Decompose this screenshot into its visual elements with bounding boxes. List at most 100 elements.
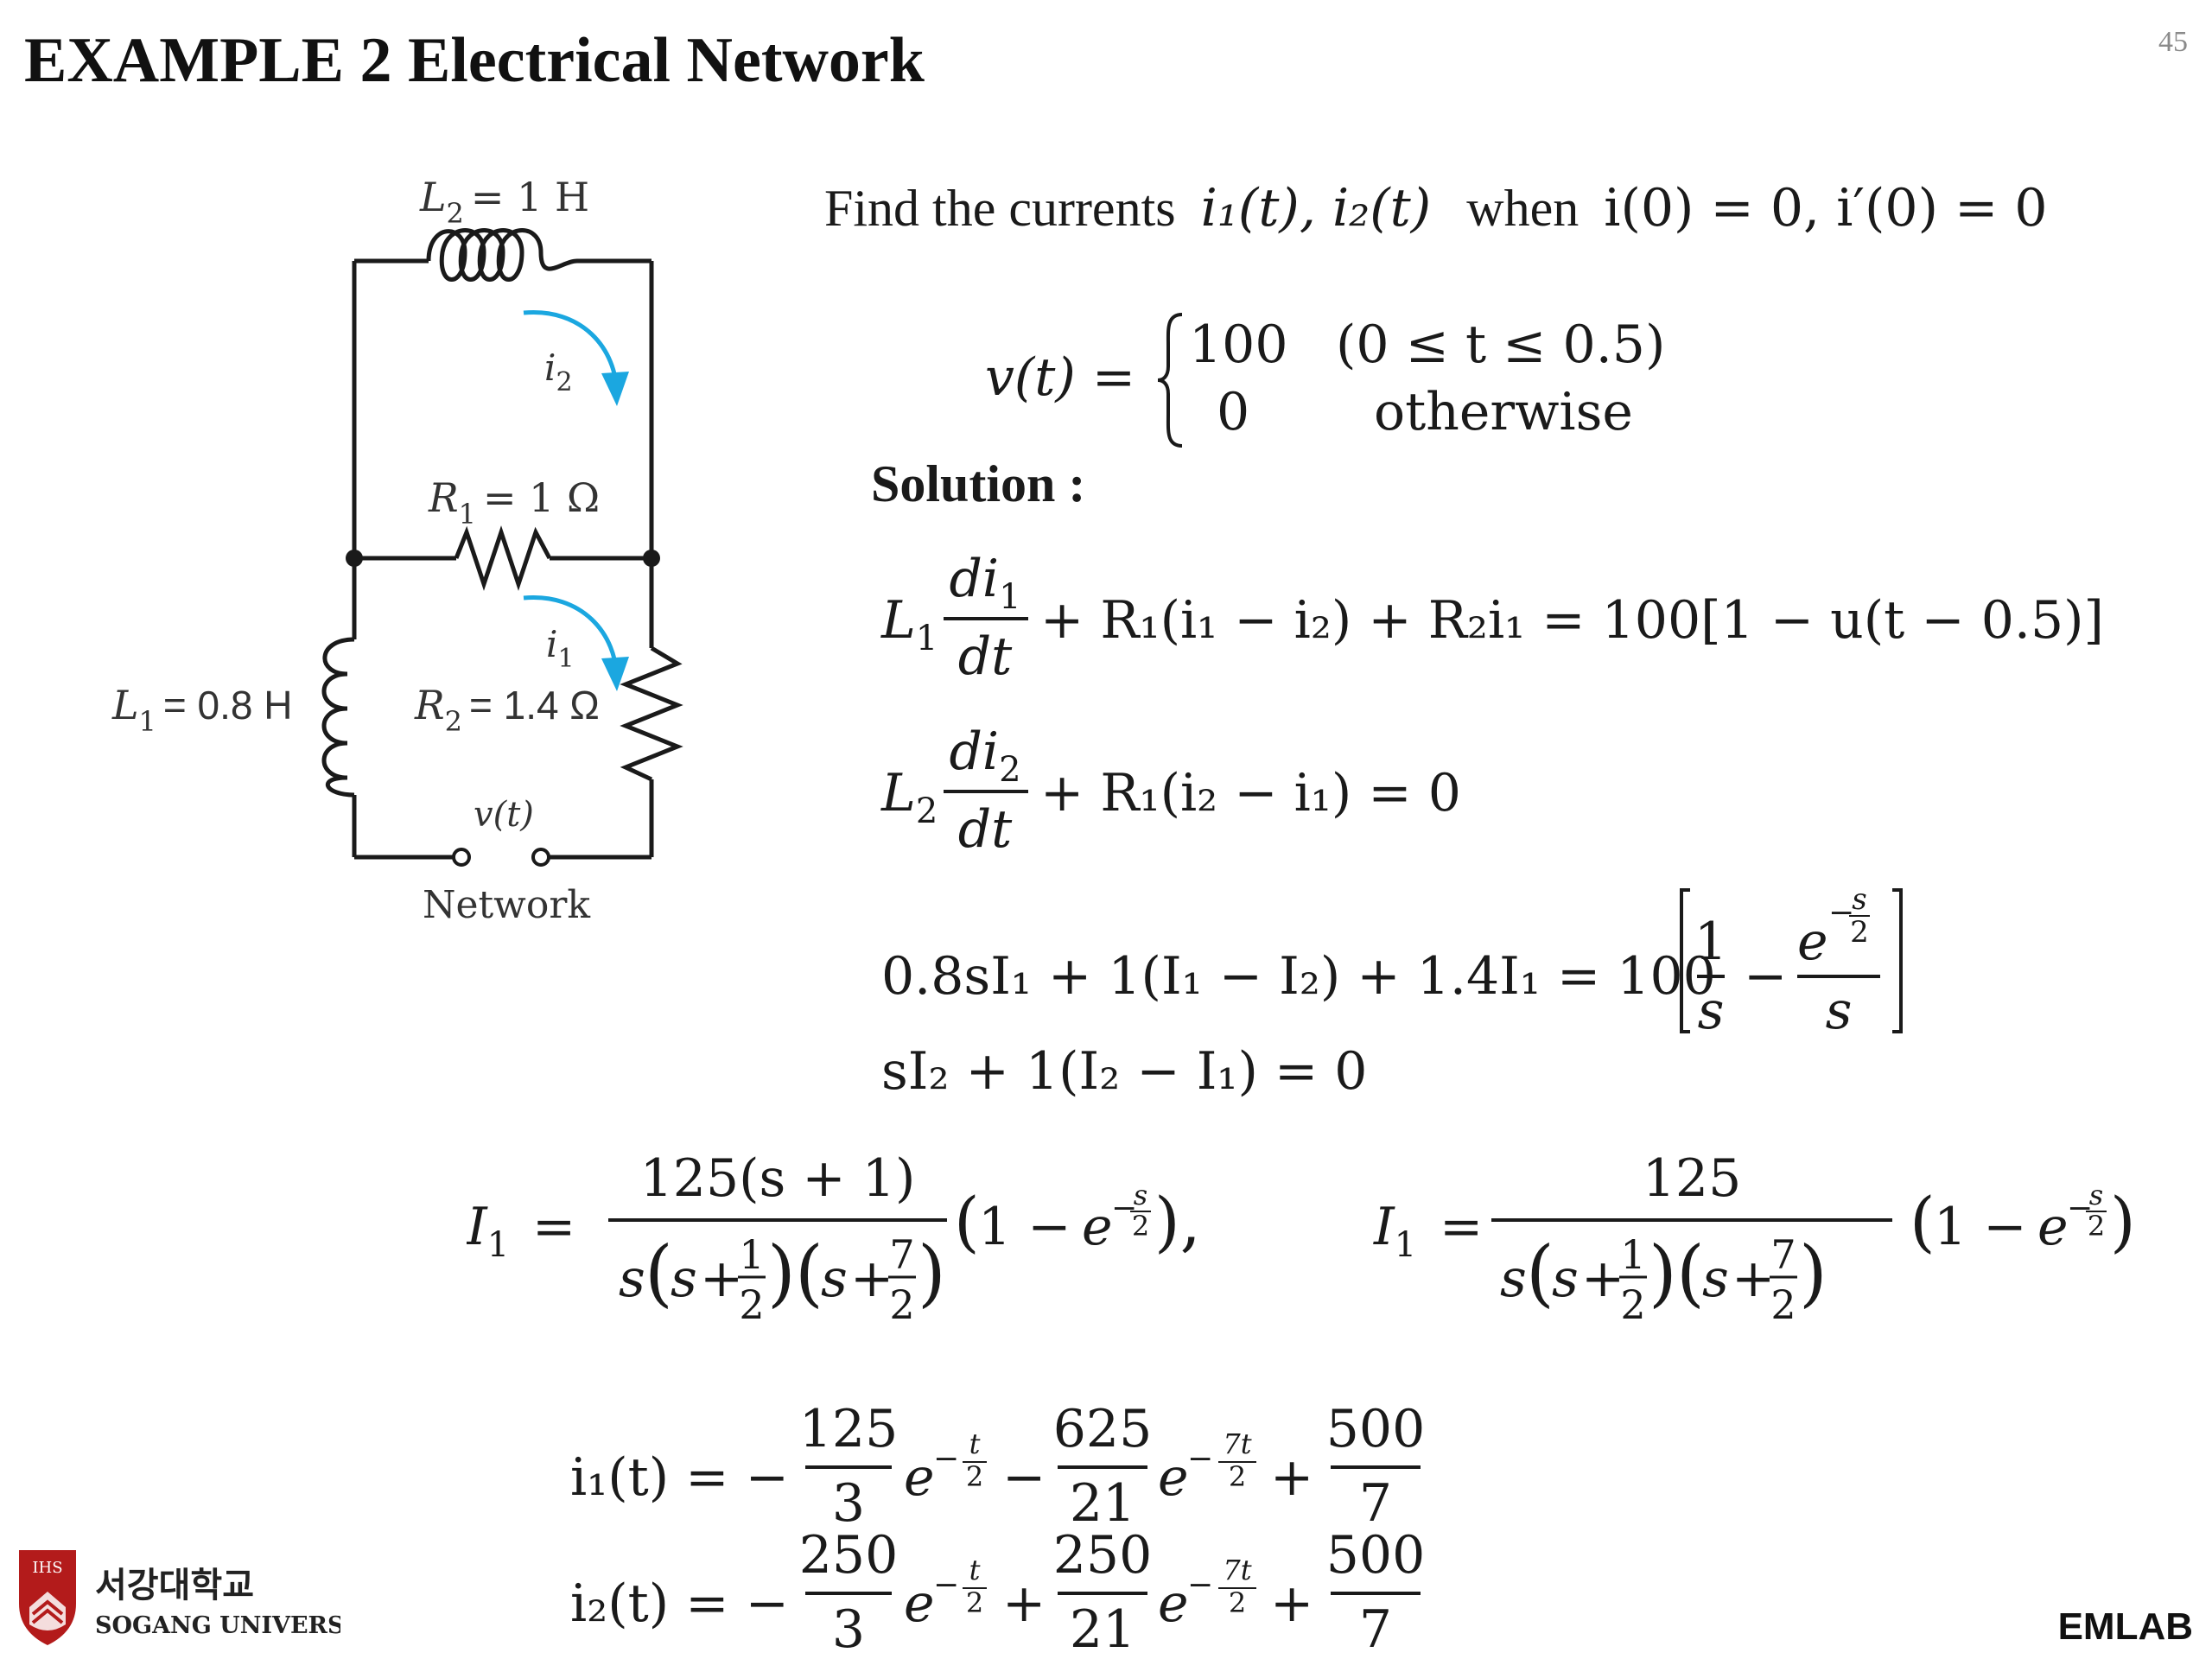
svg-text:−: − [1111, 1191, 1137, 1226]
svg-text:): ) [918, 1230, 946, 1315]
svg-text:e: e [1158, 1573, 1189, 1634]
i1-coef-125: 125 [799, 1399, 899, 1459]
svg-text:−: − [933, 1567, 959, 1603]
svg-text:7t: 7t [1223, 1554, 1251, 1586]
svg-text:): ) [767, 1230, 796, 1315]
svg-text:2: 2 [1132, 1210, 1149, 1243]
crest-icon: IHS [19, 1550, 76, 1645]
i2-coef-250-b: 250 [1053, 1525, 1153, 1586]
L1-label: L1= 0.8 H [111, 682, 293, 738]
svg-text:1 −: 1 − [978, 1197, 1071, 1257]
inductor-L1 [321, 637, 355, 798]
ode-2: L2 di2 dt + R₁(i₂ − i₁) = 0 [880, 721, 1461, 860]
i1-label: i1 [546, 623, 575, 674]
initial-conditions: i(0) = 0, i′(0) = 0 [1604, 178, 2048, 238]
svg-text:): ) [2110, 1183, 2136, 1260]
resistor-R2 [620, 645, 683, 782]
svg-text:2: 2 [1850, 915, 1869, 950]
svg-text:+: + [1002, 1573, 1046, 1634]
svg-text:(: ( [645, 1230, 673, 1315]
ode-2-tail: + R₁(i₂ − i₁) = 0 [1040, 763, 1461, 823]
svg-text:e: e [2037, 1197, 2069, 1257]
university-name-korean: 서강대학교 [95, 1565, 254, 1605]
svg-text:): ) [1799, 1230, 1827, 1315]
problem-currents: i₁(t), i₂(t) [1200, 178, 1432, 238]
svg-text:dt: dt [958, 799, 1013, 860]
I1-expression-a: I1 = 125(s + 1) s ( s + 1 2 ) ( s + 7 2 … [467, 1148, 1201, 1328]
svg-text:L2: L2 [880, 763, 938, 831]
svg-text:I1: I1 [1373, 1197, 1416, 1265]
svg-text:7: 7 [1770, 1231, 1796, 1278]
source-terminal-left [452, 848, 471, 867]
svg-text:s: s [1826, 981, 1853, 1041]
svg-text:2: 2 [966, 1586, 983, 1619]
svg-text:−: − [933, 1441, 959, 1477]
case2-condition: otherwise [1374, 382, 1633, 442]
svg-text:s: s [2089, 1179, 2103, 1211]
svg-text:=: = [532, 1197, 575, 1257]
crest-letters: IHS [32, 1559, 62, 1577]
page-number: 45 [2158, 26, 2188, 58]
svg-text:−: − [1828, 895, 1854, 931]
svg-text:−: − [2067, 1191, 2093, 1226]
svg-text:e: e [1797, 912, 1828, 972]
circuit-diagram: L2= 1 H i2 R1= 1 Ω i1 L1= 0.8 H R2= 1.4 … [111, 174, 683, 927]
svg-text:2: 2 [966, 1460, 983, 1493]
case2-value: 0 [1217, 382, 1250, 442]
svg-text:7: 7 [889, 1231, 914, 1278]
case1-condition: (0 ≤ t ≤ 0.5) [1336, 315, 1666, 375]
svg-text:e: e [1158, 1447, 1189, 1508]
svg-text:L1: L1 [880, 590, 938, 658]
i2-coef-21: 21 [1070, 1599, 1135, 1650]
solution-heading: Solution : [871, 455, 1086, 512]
svg-text:+: + [1270, 1573, 1313, 1634]
svg-text:s: s [671, 1249, 697, 1309]
svg-text:di1: di1 [949, 549, 1020, 617]
svg-text:+: + [1270, 1447, 1313, 1508]
i2-coef-7: 7 [1359, 1599, 1392, 1650]
svg-text:s: s [1852, 882, 1866, 917]
i2-time-solution: i₂(t) = − 250 3 e − t 2 + 250 21 e − 7t … [570, 1525, 1425, 1650]
source-terminal-right [531, 848, 550, 867]
i2-t-lhs: i₂(t) = − [570, 1573, 789, 1634]
svg-text:1: 1 [1694, 912, 1727, 972]
svg-text:1: 1 [739, 1231, 764, 1278]
junction-right [643, 550, 660, 567]
svg-text:s: s [1698, 981, 1725, 1041]
svg-text:−: − [1002, 1447, 1046, 1508]
svg-text:−: − [1187, 1441, 1213, 1477]
R1-label: R1= 1 Ω [428, 474, 600, 531]
svg-text:s: s [821, 1249, 848, 1309]
svg-text:s: s [1552, 1249, 1579, 1309]
svg-text:t: t [969, 1427, 981, 1460]
university-name-english: SOGANG UNIVERSITY [95, 1612, 340, 1639]
i1-coef-7: 7 [1359, 1473, 1392, 1534]
L2-label: L2= 1 H [419, 174, 589, 230]
problem-statement: Find the currents i₁(t), i₂(t) when i(0)… [824, 178, 2048, 238]
svg-text:dt: dt [958, 626, 1013, 687]
svg-text:+: + [700, 1249, 743, 1309]
footer-brand: EMLAB [2057, 1605, 2193, 1648]
inductor-L2 [426, 228, 578, 282]
junction-left [346, 550, 363, 567]
university-logo: IHS 서강대학교 SOGANG UNIVERSITY [19, 1550, 340, 1645]
svg-text:s: s [1134, 1179, 1147, 1211]
svg-text:I1: I1 [467, 1197, 509, 1265]
svg-text:7t: 7t [1223, 1427, 1251, 1460]
current-arrow-i2 [523, 309, 629, 406]
svg-text:+: + [850, 1249, 893, 1309]
svg-text:+: + [1581, 1249, 1624, 1309]
svg-text:2: 2 [739, 1281, 764, 1328]
R2-label: R2= 1.4 Ω [414, 682, 600, 738]
i1-coef-3: 3 [832, 1473, 865, 1534]
resistor-R1 [454, 525, 552, 591]
i1-t-lhs: i₁(t) = − [570, 1447, 789, 1508]
svg-text:1 −: 1 − [1934, 1197, 2027, 1257]
I1-expression-b: I1 = 125 s ( s + 1 2 ) ( s + 7 2 ) ( 1 −… [1373, 1148, 2136, 1328]
svg-text:+: + [1732, 1249, 1775, 1309]
svg-text:(: ( [795, 1230, 823, 1315]
svg-text:=: = [1440, 1197, 1483, 1257]
case1-value: 100 [1189, 315, 1288, 375]
svg-text:t: t [969, 1554, 981, 1586]
svg-text:): ) [1649, 1230, 1677, 1315]
